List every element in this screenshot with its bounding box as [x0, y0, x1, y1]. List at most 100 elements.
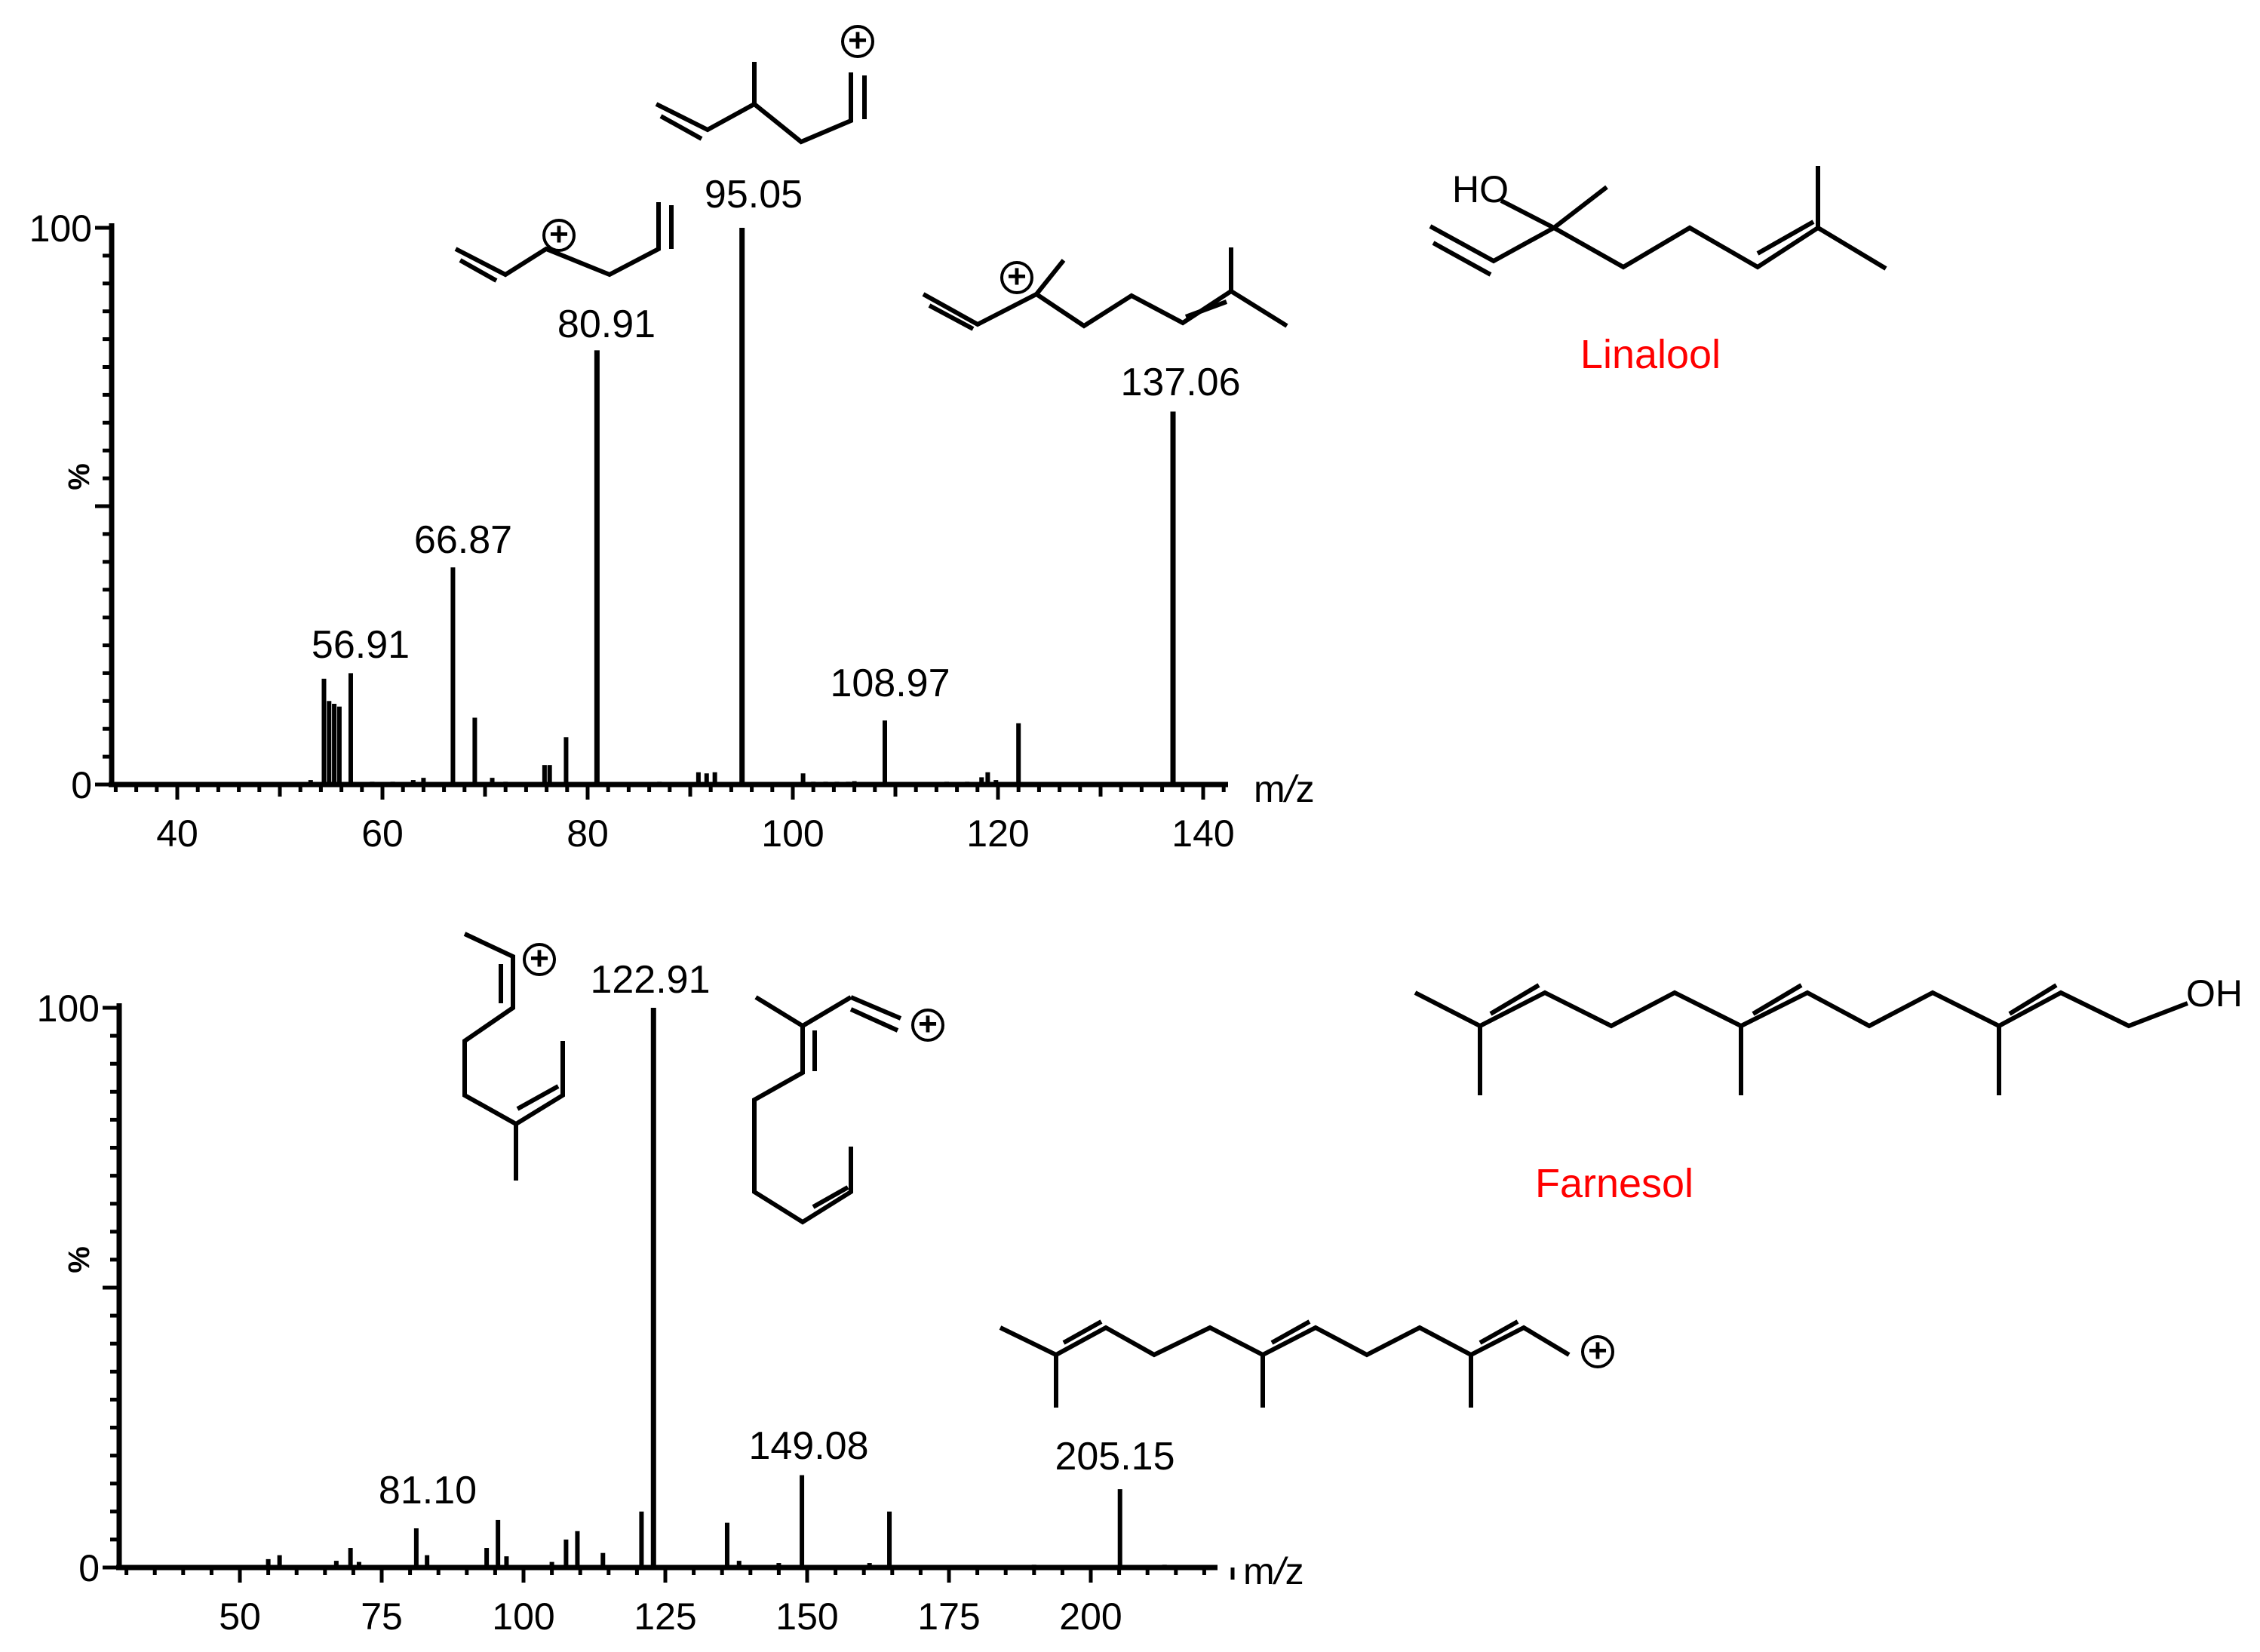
spectrum-peak	[410, 780, 416, 785]
cation-symbol: +	[848, 22, 867, 59]
spectrum-peak	[867, 1563, 872, 1568]
spectrum-peak	[503, 781, 508, 785]
spectrum-peak	[490, 778, 495, 785]
spectrum-peak	[993, 780, 999, 785]
spectrum-peak	[800, 773, 806, 785]
spectrum-peak	[846, 781, 851, 785]
spectrum-peak	[390, 781, 395, 785]
spectrum-peak	[348, 1548, 353, 1568]
farnesol-peaks	[266, 1008, 1167, 1568]
spectrum-peak	[484, 1548, 490, 1568]
x-tick-label: 120	[966, 812, 1029, 855]
spectrum-peak	[356, 1561, 361, 1568]
x-tick-label: 140	[1171, 812, 1234, 855]
spectrum-peak	[336, 706, 342, 785]
y-tick-label: 100	[29, 207, 92, 250]
cation-symbol: +	[1588, 1332, 1607, 1369]
x-tick-label: 200	[1059, 1595, 1122, 1638]
farnesol-ylabel: %	[63, 1246, 96, 1273]
fragment-structure-95-05: +	[655, 22, 874, 145]
spectrum-peak	[496, 1519, 501, 1568]
peak-label-122-91: 122.91	[590, 958, 710, 1002]
spectrum-peak	[308, 780, 313, 785]
spectrum-peak	[882, 720, 887, 785]
linalool-name-label: Linalool	[1580, 332, 1721, 377]
y-tick-label: 0	[71, 764, 92, 806]
cation-symbol: +	[918, 1006, 938, 1042]
spectrum-peak	[834, 781, 840, 785]
spectrum-peak	[1117, 1489, 1122, 1568]
linalool-tick-labels: 0 100 40 60 80 100 120 140	[29, 207, 1235, 855]
spectrum-peak	[979, 777, 984, 785]
spectrum-peak	[739, 228, 745, 785]
x-tick-label: 75	[361, 1595, 403, 1638]
linalool-peaks	[308, 228, 1176, 785]
spectrum-peak	[887, 1511, 892, 1568]
spectrum-peak	[472, 717, 477, 785]
spectrum-peak	[547, 765, 552, 785]
spectrum-peak	[724, 1522, 729, 1568]
x-tick-label: 150	[775, 1595, 838, 1638]
spectrum-peak	[1170, 411, 1176, 785]
spectrum-peak	[549, 1561, 554, 1568]
x-tick-label: 60	[361, 812, 404, 855]
spectrum-peak	[657, 781, 662, 785]
spectrum-peak	[712, 772, 717, 785]
spectrum-peak	[425, 1555, 430, 1568]
spectrum-peak	[504, 1556, 509, 1568]
spectrum-peak	[413, 1528, 419, 1568]
spectrum-peak	[704, 773, 709, 785]
fragment-structure-80-91: +	[454, 202, 674, 283]
fragment-structure-205-15: +	[999, 1319, 1614, 1408]
spectrum-peak	[1162, 1564, 1167, 1568]
y-tick-label: 0	[78, 1547, 100, 1589]
farnesol-xlabel: m/z	[1243, 1550, 1304, 1592]
spectrum-peak	[736, 1561, 742, 1568]
spectrum-peak	[332, 703, 337, 785]
spectrum-peak	[965, 781, 970, 785]
spectrum-peak	[348, 673, 353, 785]
spectrum-peak	[266, 1558, 271, 1568]
x-tick-label: 50	[219, 1595, 261, 1638]
peak-label-137-06: 137.06	[1120, 361, 1240, 404]
x-tick-label: 100	[761, 812, 824, 855]
peak-label-81-10: 81.10	[379, 1469, 477, 1512]
x-tick-label: 125	[634, 1595, 696, 1638]
spectrum-peak	[944, 781, 949, 785]
linalool-structure: HO Linalool	[1429, 166, 1887, 377]
cation-symbol: +	[1007, 258, 1027, 295]
peak-label-205-15: 205.15	[1055, 1435, 1175, 1479]
spectrum-peak	[542, 765, 547, 785]
spectrum-peak	[327, 701, 332, 785]
x-tick-label: 80	[567, 812, 609, 855]
spectrum-peak	[450, 567, 456, 785]
spectrum-peak	[600, 1552, 606, 1568]
fragment-structure-81-10: +	[462, 932, 565, 1181]
peak-label-108-97: 108.97	[830, 662, 950, 705]
spectrum-peak	[594, 350, 600, 785]
linalool-hydroxyl-label: HO	[1452, 168, 1509, 210]
spectrum-peak	[1031, 1564, 1036, 1568]
spectrum-peak	[421, 778, 426, 785]
x-tick-label: 40	[156, 812, 198, 855]
spectrum-peak	[852, 781, 857, 785]
peak-label-95-05: 95.05	[705, 173, 803, 216]
peak-label-80-91: 80.91	[557, 302, 656, 346]
spectrum-peak	[650, 1008, 656, 1568]
spectrum-peak	[370, 781, 375, 785]
cation-symbol: +	[549, 216, 569, 253]
spectrum-peak	[563, 1539, 569, 1568]
farnesol-hydroxyl-label: OH	[2186, 972, 2243, 1015]
spectrum-peak	[563, 737, 569, 785]
spectrum-peak	[333, 1561, 339, 1568]
linalool-xlabel: m/z	[1254, 768, 1315, 810]
y-tick-label: 100	[37, 987, 100, 1030]
fragment-structure-149-08-skeleton: +	[747, 995, 944, 1225]
spectrum-peak	[800, 1475, 805, 1568]
cation-symbol: +	[530, 940, 549, 977]
spectrum-peak	[776, 1563, 781, 1568]
